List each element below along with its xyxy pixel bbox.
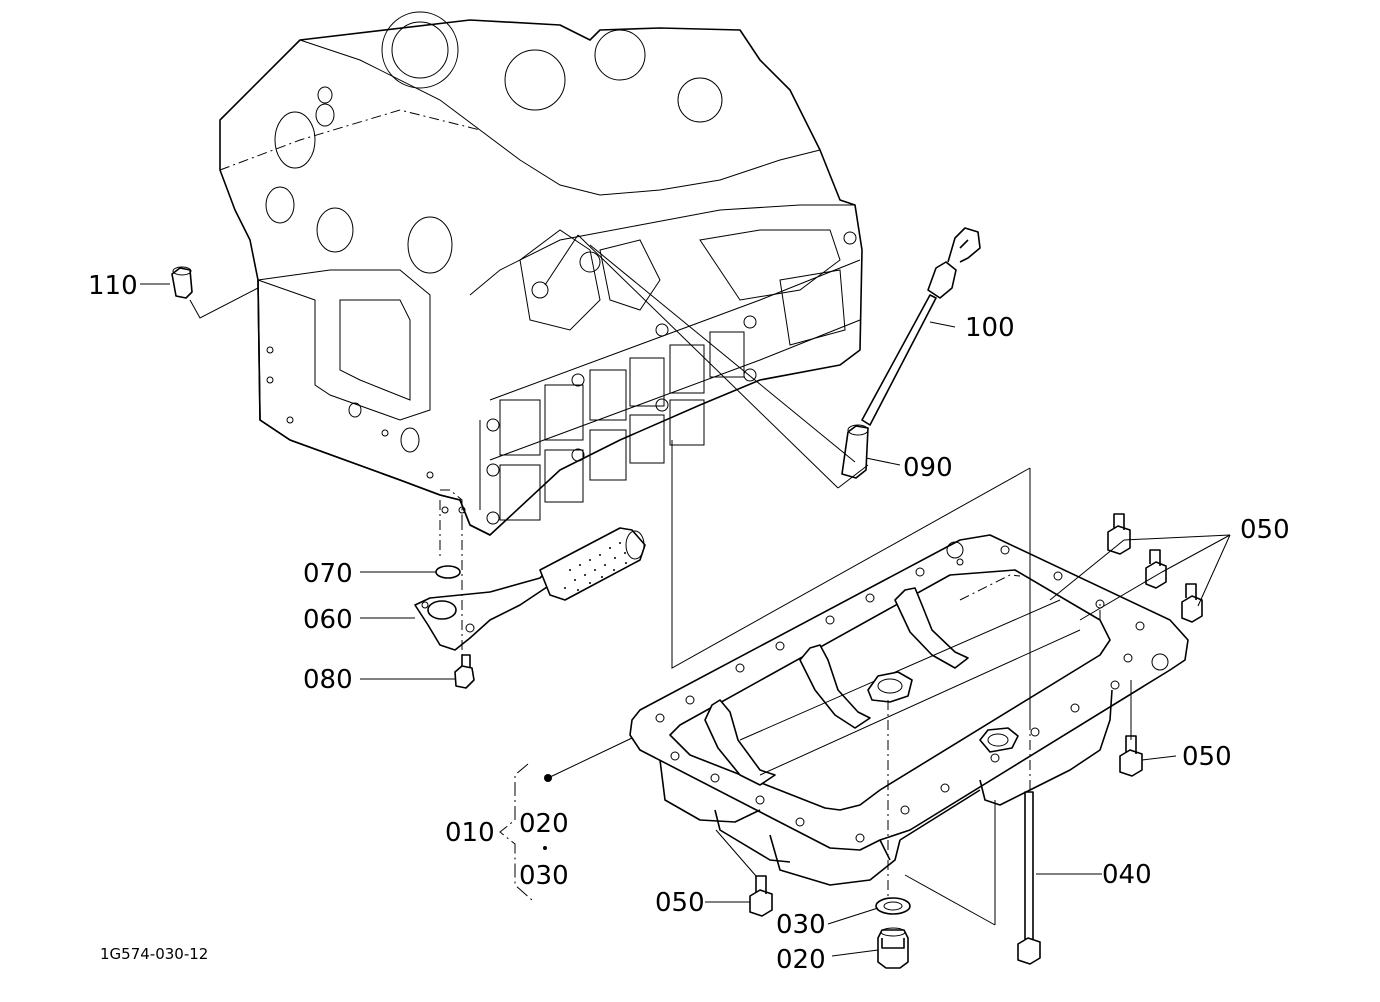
callout-050-bottom: 050 — [655, 888, 705, 918]
stud-bolt-040 — [1017, 791, 1041, 965]
bolt-080 — [454, 654, 475, 689]
bolt-050-bottom — [749, 875, 773, 917]
bolts-050-top — [1107, 513, 1203, 623]
plug-110 — [171, 266, 193, 299]
dipstick-guide — [841, 424, 869, 479]
callout-050-top: 050 — [1240, 515, 1290, 545]
callout-020-group: 020 — [519, 809, 569, 839]
oil-pan — [629, 534, 1189, 886]
drain-plug-gasket — [875, 897, 911, 915]
bolt-050-right — [1119, 735, 1143, 777]
callout-030-group: 030 — [519, 861, 569, 891]
callout-100: 100 — [965, 313, 1015, 343]
callout-020: 020 — [776, 945, 826, 975]
drawing-code: 1G574-030-12 — [100, 945, 208, 963]
drain-plug — [877, 927, 909, 969]
dipstick — [861, 227, 981, 426]
callout-070: 070 — [303, 559, 353, 589]
engine-block — [219, 11, 863, 536]
callout-030: 030 — [776, 910, 826, 940]
oil-strainer — [414, 527, 646, 651]
callout-080: 080 — [303, 665, 353, 695]
callout-060: 060 — [303, 605, 353, 635]
callout-010: 010 — [445, 818, 495, 848]
callout-050-right: 050 — [1182, 742, 1232, 772]
callout-110: 110 — [88, 271, 138, 301]
assembly-lines — [140, 234, 1231, 957]
callout-040: 040 — [1102, 860, 1152, 890]
o-ring — [435, 565, 461, 579]
callout-090: 090 — [903, 453, 953, 483]
